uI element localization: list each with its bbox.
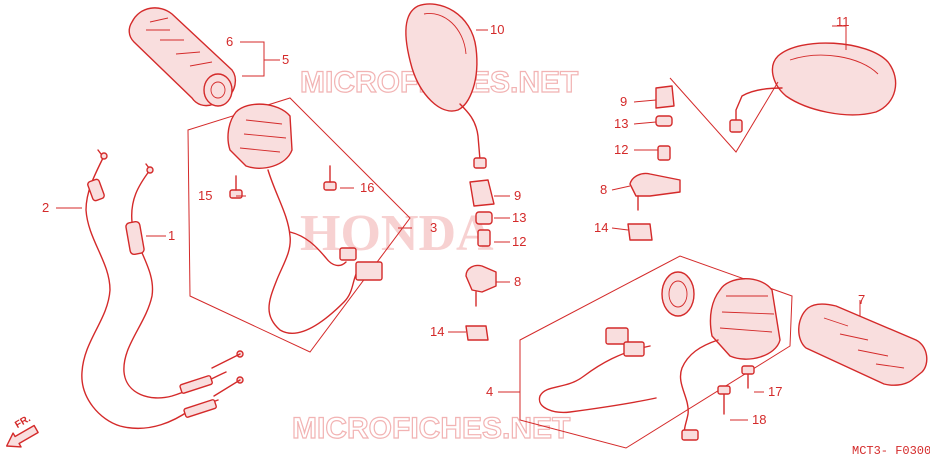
front-direction-marker: FR. [5, 413, 39, 448]
callout-9a: 9 [620, 94, 627, 109]
callout-6: 6 [226, 34, 233, 49]
callout-12b: 12 [512, 234, 526, 249]
left-mirror [405, 3, 487, 169]
callout-14a: 14 [594, 220, 608, 235]
callout-13a: 13 [614, 116, 628, 131]
callout-13b: 13 [512, 210, 526, 225]
callout-12a: 12 [614, 142, 628, 157]
mirror-frame-right [669, 77, 779, 153]
callout-15: 15 [198, 188, 212, 203]
callout-1: 1 [168, 228, 175, 243]
throttle-cables [81, 149, 244, 430]
diagram-code: MCT3- F0300 [852, 444, 930, 458]
switch-frame-right [519, 255, 793, 449]
switch-frame-left [187, 97, 411, 353]
screw-16 [323, 165, 337, 191]
screw-15 [229, 175, 243, 199]
mirror-adapter-left [465, 179, 497, 341]
right-grip [798, 303, 928, 386]
right-switch-housing [538, 271, 781, 441]
callout-4: 4 [486, 384, 493, 399]
left-switch-housing [227, 103, 383, 334]
watermark-honda: HONDA [300, 205, 494, 262]
callout-3: 3 [430, 220, 437, 235]
leader-lines [56, 25, 861, 421]
callout-5: 5 [282, 52, 289, 67]
callout-14b: 14 [430, 324, 444, 339]
callout-9b: 9 [514, 188, 521, 203]
callout-17: 17 [768, 384, 782, 399]
screw-18 [717, 385, 731, 415]
callout-7: 7 [858, 292, 865, 307]
screw-17 [741, 365, 755, 389]
callout-11: 11 [836, 14, 850, 29]
left-grip [128, 7, 237, 107]
callout-18: 18 [752, 412, 766, 427]
mirror-adapter-right [627, 85, 681, 241]
callout-8b: 8 [514, 274, 521, 289]
right-mirror [729, 42, 897, 133]
callout-16: 16 [360, 180, 374, 195]
callout-10: 10 [490, 22, 504, 37]
callout-2: 2 [42, 200, 49, 215]
callout-8a: 8 [600, 182, 607, 197]
watermark-bottom: MICROFICHES.NET [292, 412, 570, 445]
